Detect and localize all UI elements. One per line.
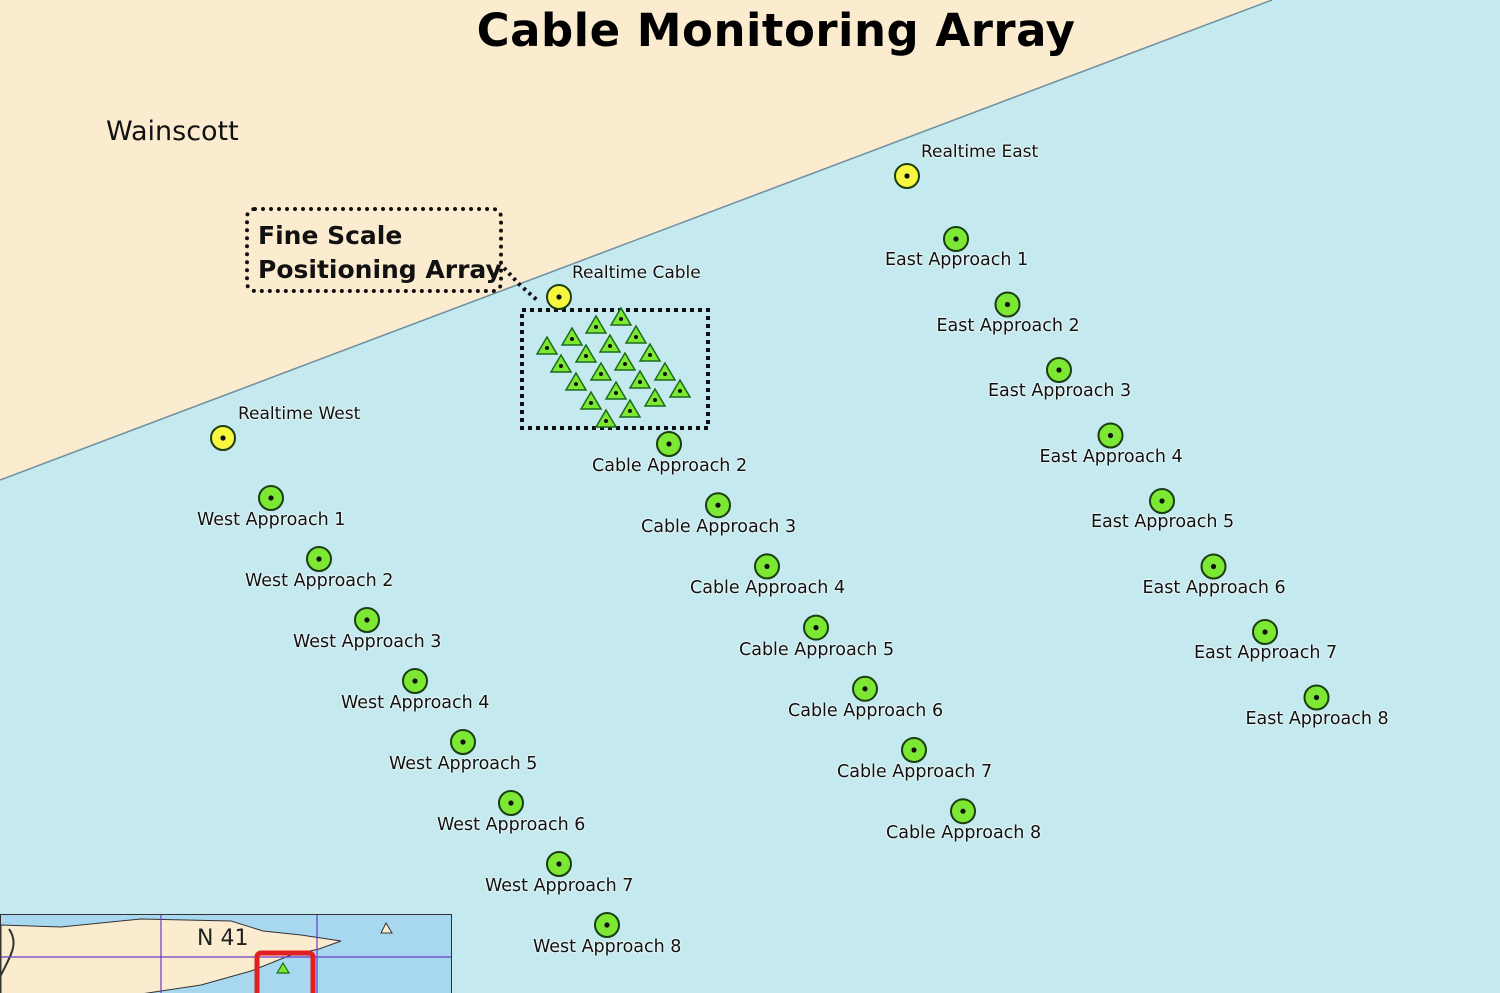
west-approach-1-station[interactable] <box>258 485 284 511</box>
fine-array-receiver[interactable] <box>668 378 692 398</box>
east-approach-3-label: East Approach 3 <box>988 381 1132 401</box>
west-approach-6-station[interactable] <box>498 790 524 816</box>
realtime-west-label: Realtime West <box>238 404 361 424</box>
cable-approach-2-label: Cable Approach 2 <box>592 456 748 476</box>
fine-array-receiver[interactable] <box>624 324 648 344</box>
east-approach-2-label: East Approach 2 <box>936 315 1080 336</box>
fine-array-receiver[interactable] <box>643 387 667 407</box>
west-approach-1-label: West Approach 1 <box>197 510 346 530</box>
cable-approach-7-label: Cable Approach 7 <box>837 762 993 782</box>
west-approach-8-label: West Approach 8 <box>533 937 682 957</box>
place-label-wainscott: Wainscott <box>106 116 239 147</box>
west-approach-5-label: West Approach 5 <box>389 754 538 774</box>
cable-approach-4-label: Cable Approach 4 <box>690 578 846 599</box>
fine-array-receiver[interactable] <box>653 361 677 381</box>
east-approach-6-label: East Approach 6 <box>1142 577 1286 598</box>
cable-approach-8-station[interactable] <box>950 798 976 825</box>
realtime-cable-station[interactable] <box>546 284 572 310</box>
fine-array-receiver[interactable] <box>613 351 637 371</box>
fine-array-receiver[interactable] <box>535 335 559 355</box>
east-approach-6-station[interactable] <box>1200 553 1227 580</box>
fine-array-receiver[interactable] <box>598 333 622 353</box>
east-approach-8-station[interactable] <box>1303 684 1330 711</box>
inset-highlight <box>254 950 316 993</box>
fine-array-receiver[interactable] <box>594 408 618 428</box>
fine-array-receiver[interactable] <box>584 314 608 334</box>
cable-approach-5-label: Cable Approach 5 <box>739 639 895 660</box>
fine-array-receiver[interactable] <box>589 361 613 381</box>
west-approach-7-station[interactable] <box>546 851 572 877</box>
fine-array-receiver[interactable] <box>638 342 662 362</box>
realtime-east-station[interactable] <box>894 163 920 189</box>
west-approach-7-label: West Approach 7 <box>485 876 634 896</box>
cable-approach-4-station[interactable] <box>754 553 780 580</box>
cable-approach-3-label: Cable Approach 3 <box>641 517 797 538</box>
fine-array-receiver[interactable] <box>564 371 588 391</box>
cable-approach-5-station[interactable] <box>803 614 829 641</box>
east-approach-1-label: East Approach 1 <box>885 250 1029 270</box>
inset-map <box>1 915 451 993</box>
fine-array-receiver[interactable] <box>628 369 652 389</box>
fine-array-layer <box>535 306 692 428</box>
west-approach-4-label: West Approach 4 <box>341 693 490 713</box>
east-approach-1-station[interactable] <box>943 226 969 252</box>
station-layer <box>210 163 1330 938</box>
map-title: Cable Monitoring Array <box>476 4 1076 57</box>
inset-latitude-label: N 41 <box>197 926 249 951</box>
west-approach-8-station[interactable] <box>594 912 620 938</box>
west-approach-5-station[interactable] <box>450 729 476 755</box>
fine-array-receiver[interactable] <box>549 353 573 373</box>
cable-approach-2-station[interactable] <box>656 431 682 457</box>
callout-leader <box>502 266 539 302</box>
fine-array-receiver[interactable] <box>574 343 598 363</box>
locator-inset[interactable] <box>0 914 452 993</box>
fine-array-receiver[interactable] <box>560 326 584 346</box>
west-approach-6-label: West Approach 6 <box>437 815 586 835</box>
east-approach-4-label: East Approach 4 <box>1039 446 1183 467</box>
east-approach-5-station[interactable] <box>1149 488 1175 514</box>
fine-scale-callout: Fine Scale Positioning Array <box>245 207 503 293</box>
realtime-cable-label: Realtime Cable <box>572 263 701 283</box>
fine-array-receiver[interactable] <box>618 398 642 418</box>
east-approach-4-station[interactable] <box>1097 422 1124 449</box>
callout-line-1: Fine Scale <box>258 221 403 250</box>
callout-line-2: Positioning Array <box>258 255 502 284</box>
west-approach-2-label: West Approach 2 <box>245 571 394 591</box>
cable-approach-7-station[interactable] <box>901 737 927 763</box>
coastline <box>0 0 1273 481</box>
realtime-east-label: Realtime East <box>921 142 1039 162</box>
east-approach-8-label: East Approach 8 <box>1245 708 1389 729</box>
cable-approach-3-station[interactable] <box>705 492 731 519</box>
west-approach-3-label: West Approach 3 <box>293 632 442 652</box>
cable-approach-8-label: Cable Approach 8 <box>886 823 1042 844</box>
fine-array-receiver[interactable] <box>609 306 633 326</box>
west-approach-2-station[interactable] <box>306 546 332 572</box>
east-approach-7-label: East Approach 7 <box>1194 643 1338 663</box>
east-approach-3-station[interactable] <box>1046 357 1072 383</box>
west-approach-4-station[interactable] <box>402 668 428 694</box>
east-approach-2-station[interactable] <box>994 291 1021 318</box>
west-approach-3-station[interactable] <box>354 607 380 633</box>
fine-array-receiver[interactable] <box>604 380 628 400</box>
cable-approach-6-label: Cable Approach 6 <box>788 700 944 721</box>
east-approach-7-station[interactable] <box>1252 619 1278 645</box>
cable-approach-6-station[interactable] <box>852 675 878 702</box>
realtime-west-station[interactable] <box>210 425 236 451</box>
fine-array-receiver[interactable] <box>579 390 603 410</box>
east-approach-5-label: East Approach 5 <box>1091 512 1235 532</box>
